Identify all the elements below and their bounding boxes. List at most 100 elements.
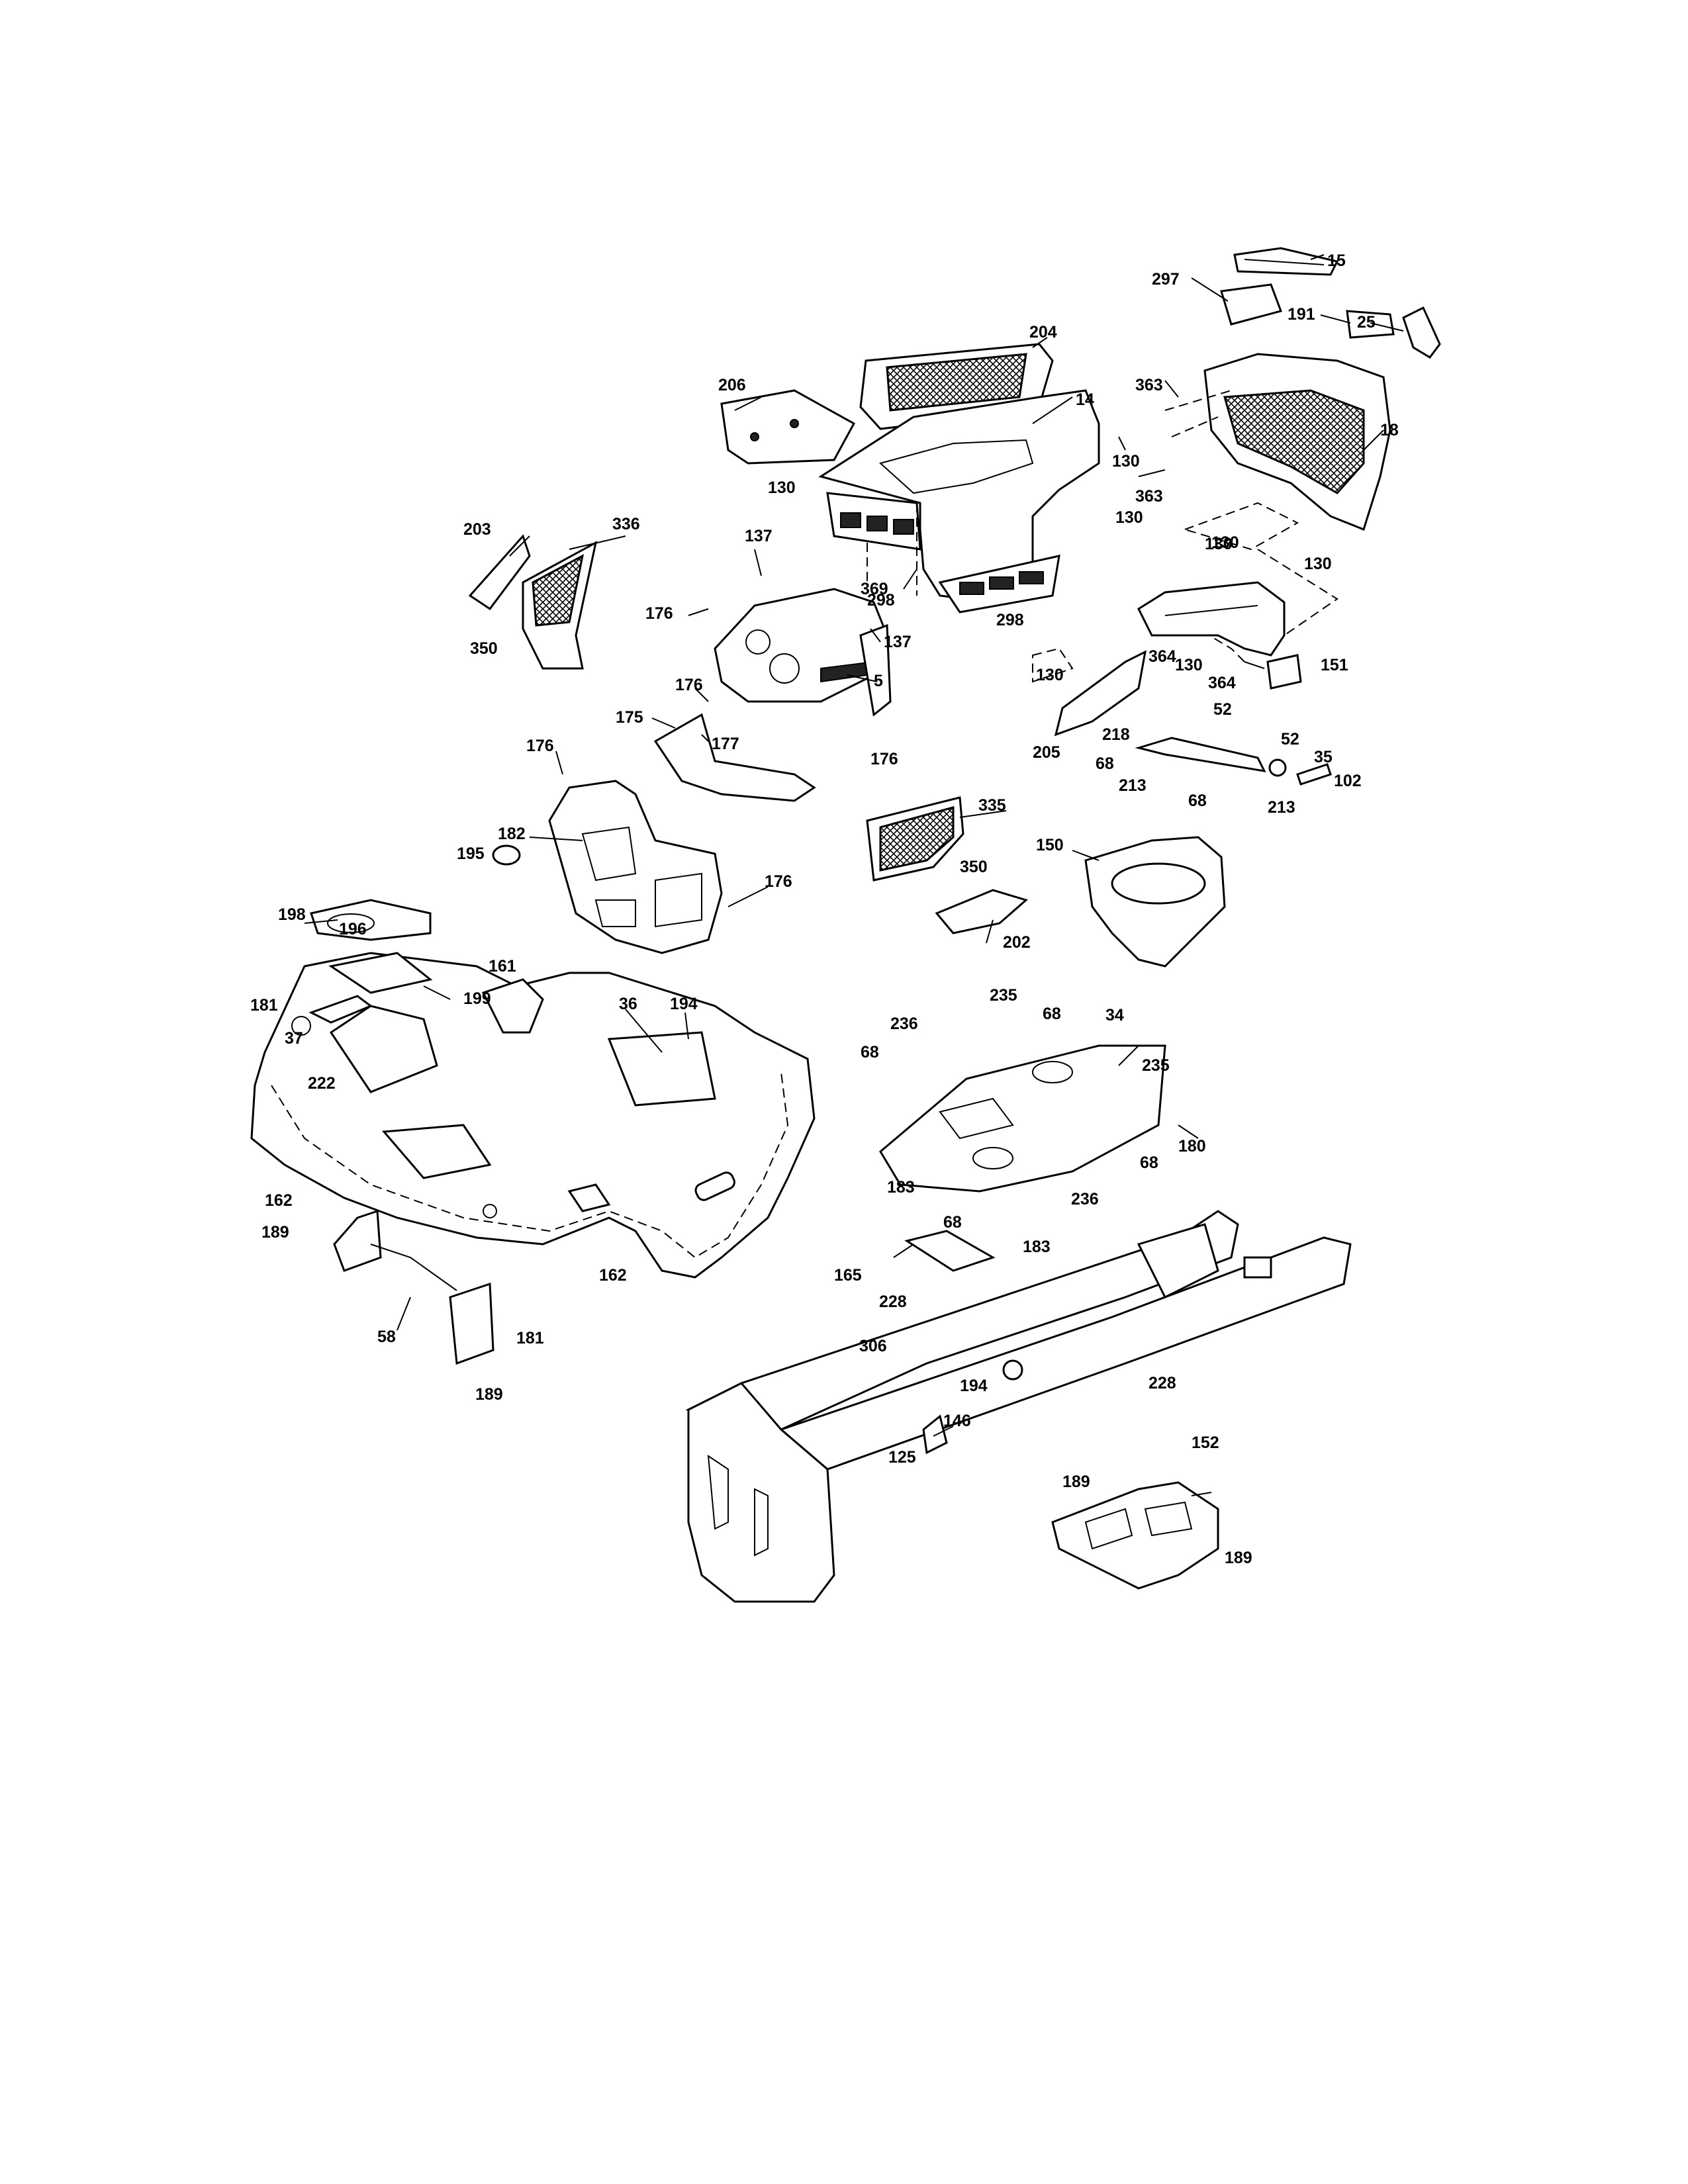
part-label: 181 xyxy=(516,1329,544,1347)
engine-plate-shape xyxy=(879,1044,1166,1193)
part-label: 146 xyxy=(943,1412,971,1430)
leader-lines xyxy=(304,254,1404,1496)
bracket-151 xyxy=(1137,581,1286,657)
part-label: 350 xyxy=(960,858,988,876)
part-label: 189 xyxy=(1062,1473,1090,1491)
leader-297 xyxy=(1191,277,1229,302)
hood-lower-vent-3 xyxy=(1019,571,1044,584)
part-label: 183 xyxy=(1023,1238,1051,1256)
part-label: 175 xyxy=(616,708,643,727)
bracket-191 xyxy=(1346,310,1395,339)
grille-mount-line-1 xyxy=(1164,390,1232,411)
leader-176-2 xyxy=(694,688,709,702)
seat-pan-hole xyxy=(327,913,375,933)
hood-inner-opening xyxy=(878,439,1034,494)
part-label: 34 xyxy=(1105,1006,1124,1024)
part-label: 125 xyxy=(888,1448,916,1467)
leader-363 xyxy=(1118,436,1126,451)
part-label: 102 xyxy=(1334,772,1362,790)
part-label: 194 xyxy=(960,1377,988,1395)
spring-102 xyxy=(1296,763,1332,786)
frame-slot-2 xyxy=(754,1488,769,1557)
cover-152 xyxy=(1051,1481,1219,1590)
part-label: 298 xyxy=(867,591,895,610)
trim-202 xyxy=(935,889,1029,934)
part-label: 68 xyxy=(861,1043,879,1062)
leader-180 xyxy=(1178,1124,1199,1139)
leader-34 xyxy=(1118,1045,1139,1066)
plate-199 xyxy=(328,952,433,994)
part-label: 218 xyxy=(1102,725,1130,744)
cover-152-recess-2 xyxy=(1144,1501,1193,1537)
part-label: 37 xyxy=(285,1029,303,1048)
leader-202 xyxy=(986,919,994,944)
engine-plate-recess xyxy=(939,1097,1014,1140)
part-label: 137 xyxy=(745,527,773,545)
part-label: 335 xyxy=(978,796,1006,815)
part-label: 298 xyxy=(996,611,1024,629)
leader-176-3 xyxy=(555,751,563,775)
part-label: 189 xyxy=(1225,1549,1252,1567)
cover-161 xyxy=(481,978,544,1034)
part-label: 151 xyxy=(1321,656,1348,674)
part-label: 199 xyxy=(463,989,491,1008)
leader-58 xyxy=(397,1297,411,1331)
leader-196 xyxy=(304,919,338,924)
part-label: 162 xyxy=(265,1191,293,1210)
bracket-58-right xyxy=(449,1282,494,1365)
frame-180 xyxy=(685,1210,1352,1603)
part-label: 189 xyxy=(475,1385,503,1404)
part-label: 130 xyxy=(1304,555,1332,573)
fender-hole-2 xyxy=(483,1204,497,1218)
part-label: 364 xyxy=(1208,674,1236,692)
headlight-lens-15 xyxy=(1233,247,1339,276)
part-label: 130 xyxy=(1036,666,1064,684)
part-label: 35 xyxy=(1314,748,1333,766)
part-label: 177 xyxy=(712,735,739,753)
frame-bracket xyxy=(1243,1256,1272,1279)
part-label: 363 xyxy=(1135,376,1163,394)
fender-opening-1 xyxy=(381,1124,492,1179)
leader-336 xyxy=(569,535,626,550)
part-label: 194 xyxy=(670,995,698,1013)
part-label: 130 xyxy=(1205,535,1233,553)
duct-150 xyxy=(1084,836,1226,968)
part-label: 205 xyxy=(1033,743,1060,762)
part-label: 213 xyxy=(1119,776,1147,795)
fender-inner-edge xyxy=(271,1071,789,1259)
leader-176 xyxy=(688,608,709,616)
washer-35 xyxy=(1268,758,1287,777)
hood-vent-3 xyxy=(893,519,914,535)
part-label: 52 xyxy=(1281,730,1299,749)
part-label: 15 xyxy=(1327,251,1346,270)
part-label: 236 xyxy=(890,1015,918,1033)
part-label: 297 xyxy=(1152,270,1180,289)
fender-opening-3 xyxy=(567,1183,611,1212)
console-window-2 xyxy=(655,872,702,928)
plug-195 xyxy=(492,844,521,866)
bracket-hole-1 xyxy=(750,432,759,441)
side-panel-336 xyxy=(468,534,598,670)
part-label: 152 xyxy=(1192,1433,1219,1452)
part-label: 14 xyxy=(1076,390,1094,409)
leader-15 xyxy=(1310,254,1325,260)
part-label: 369 xyxy=(861,580,888,598)
console-shape xyxy=(548,780,723,954)
leader-36 xyxy=(625,1009,663,1053)
part-label: 176 xyxy=(526,737,554,755)
part-label: 130 xyxy=(1211,533,1239,552)
leader-199 xyxy=(423,985,451,1000)
part-label: 162 xyxy=(599,1266,627,1285)
part-label: 228 xyxy=(1149,1374,1176,1392)
hood-assembly xyxy=(720,343,1100,614)
part-label: 182 xyxy=(498,825,526,843)
part-label: 203 xyxy=(463,520,491,539)
part-label: 213 xyxy=(1268,798,1295,817)
grille-mesh xyxy=(1223,389,1365,494)
leader-182 xyxy=(529,837,583,841)
part-label: 189 xyxy=(261,1223,289,1242)
part-label: 363 xyxy=(1135,487,1163,506)
bracket-58-left xyxy=(333,1209,382,1272)
part-label: 191 xyxy=(1288,305,1315,324)
